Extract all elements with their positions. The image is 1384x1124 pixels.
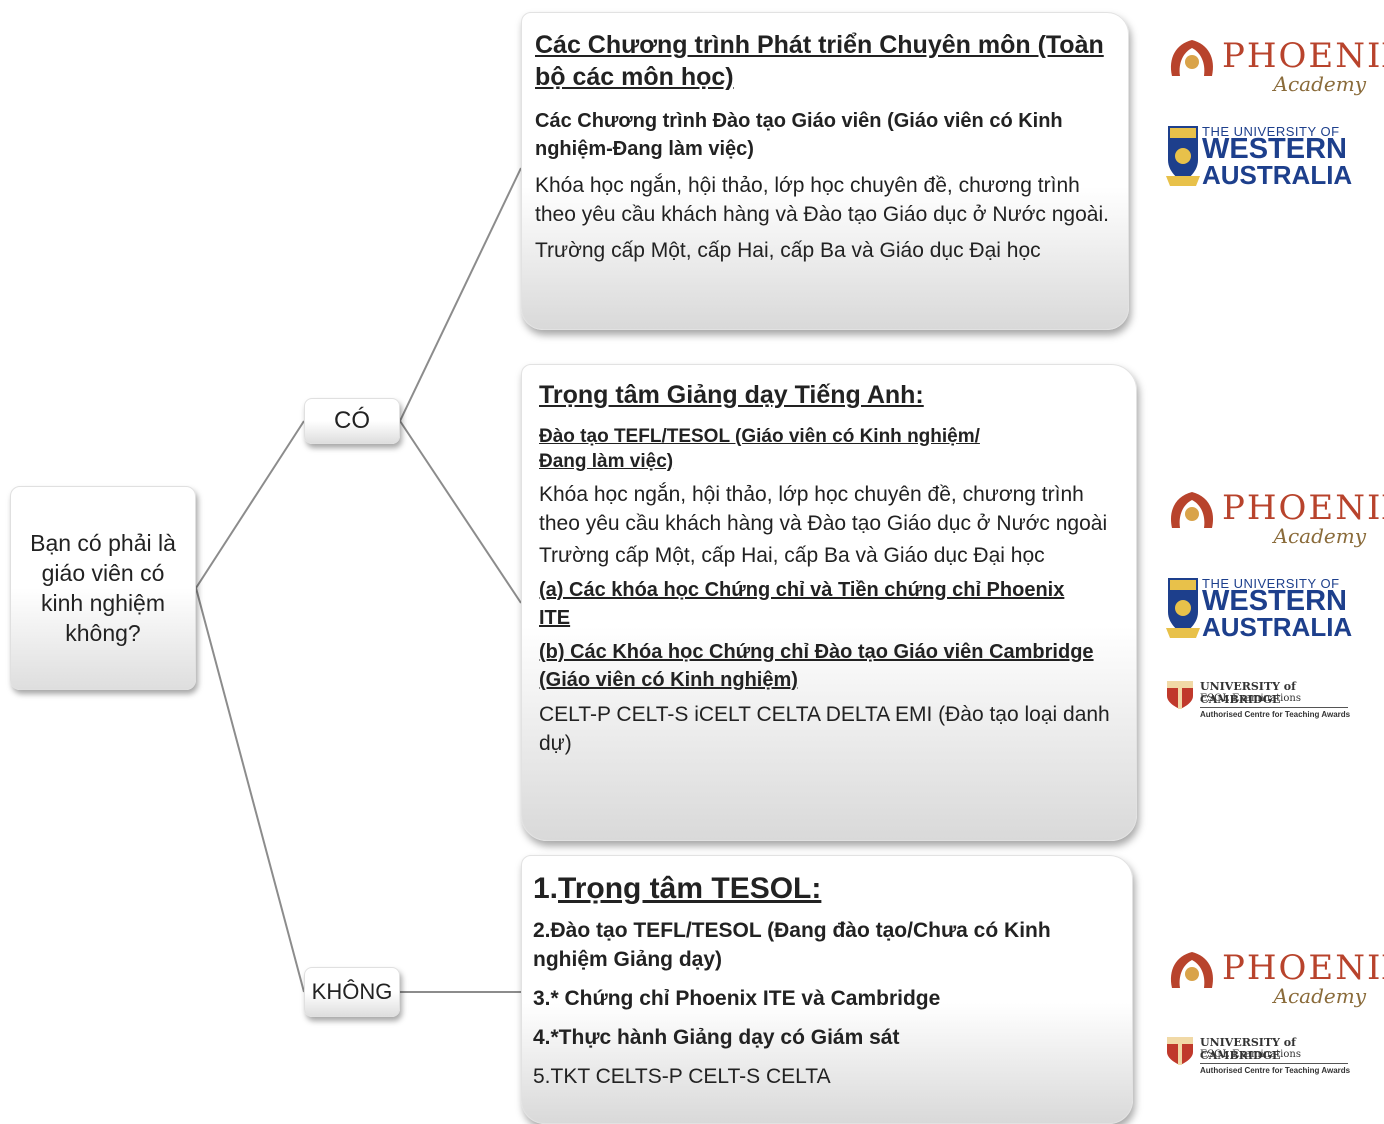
box-tesol-focus: 1.Trọng tâm TESOL: 2.Đào tạo TEFL/TESOL … bbox=[521, 855, 1133, 1124]
cam-line1: UNIVERSITY of CAMBRIDGE bbox=[1200, 680, 1296, 706]
cam-divider bbox=[1200, 707, 1348, 708]
cambridge-esol-logo: UNIVERSITY of CAMBRIDGE ESOL Examination… bbox=[1166, 680, 1366, 730]
cam-divider bbox=[1200, 1063, 1348, 1064]
phoenix-sub: Academy bbox=[1273, 984, 1366, 1008]
question-text: Bạn có phải là giáo viên có kinh nghiệm … bbox=[30, 530, 176, 646]
uwa-line3: AUSTRALIA bbox=[1202, 612, 1353, 642]
cam-line2: ESOL Examinations bbox=[1200, 1049, 1301, 1060]
phoenix-sub: Academy bbox=[1273, 524, 1366, 548]
phoenix-bird-icon bbox=[1170, 40, 1214, 76]
box1-text2: Trường cấp Một, cấp Hai, cấp Ba và Giáo … bbox=[535, 239, 1041, 262]
box3-line3: 3.* Chứng chỉ Phoenix ITE và Cambridge bbox=[533, 987, 941, 1010]
uwa-line1: THE UNIVERSITY OF bbox=[1202, 576, 1340, 591]
box3-line2: 2.Đào tạo TEFL/TESOL (Đang đào tạo/Chưa … bbox=[533, 919, 1051, 971]
connector-question-yes bbox=[195, 420, 305, 589]
box3-title-prefix: 1. bbox=[533, 872, 559, 905]
phoenix-academy-logo-2: PHOENIX Academy bbox=[1166, 486, 1384, 556]
uwa-crest-icon bbox=[1166, 126, 1200, 186]
phoenix-name: PHOENIX bbox=[1222, 948, 1384, 988]
box2-text1: Khóa học ngắn, hội thảo, lớp học chuyên … bbox=[539, 483, 1108, 535]
box-professional-development: Các Chương trình Phát triển Chuyên môn (… bbox=[521, 12, 1129, 330]
box2-text2: Trường cấp Một, cấp Hai, cấp Ba và Giáo … bbox=[539, 544, 1045, 567]
cambridge-shield-icon bbox=[1167, 1037, 1193, 1065]
box-english-teaching: Trọng tâm Giảng dạy Tiếng Anh: Đào tạo T… bbox=[521, 364, 1137, 841]
connector-yes-box2 bbox=[399, 420, 522, 604]
connector-yes-box1 bbox=[399, 167, 522, 422]
phoenix-bird-icon bbox=[1170, 492, 1214, 528]
connector-question-no bbox=[195, 587, 305, 993]
cambridge-esol-logo-2: UNIVERSITY of CAMBRIDGE ESOL Examination… bbox=[1166, 1036, 1366, 1086]
box1-title: Các Chương trình Phát triển Chuyên môn (… bbox=[535, 31, 1104, 91]
uwa-line3: AUSTRALIA bbox=[1202, 160, 1353, 190]
box2-subtitle: Đào tạo TEFL/TESOL (Giáo viên có Kinh ng… bbox=[539, 426, 980, 472]
box3-title: Trọng tâm TESOL: bbox=[558, 872, 822, 905]
box2-title: Trọng tâm Giảng dạy Tiếng Anh: bbox=[539, 381, 924, 409]
uwa-line2: WESTERN bbox=[1202, 133, 1347, 165]
box3-line5: 5.TKT CELTS-P CELT-S CELTA bbox=[533, 1065, 831, 1088]
uwa-line1: THE UNIVERSITY OF bbox=[1202, 124, 1340, 139]
box3-line4: 4.*Thực hành Giảng dạy có Giám sát bbox=[533, 1026, 900, 1049]
phoenix-academy-logo: PHOENIX Academy bbox=[1166, 34, 1384, 104]
box2-item-b: (b) Các Khóa học Chứng chỉ Đào tạo Giáo … bbox=[539, 641, 1094, 691]
question-node: Bạn có phải là giáo viên có kinh nghiệm … bbox=[10, 486, 196, 690]
box2-item-a: (a) Các khóa học Chứng chỉ và Tiền chứng… bbox=[539, 579, 1065, 629]
yes-label: CÓ bbox=[334, 407, 370, 434]
phoenix-sub: Academy bbox=[1273, 72, 1366, 96]
box1-subtitle: Các Chương trình Đào tạo Giáo viên (Giáo… bbox=[535, 110, 1063, 160]
no-label: KHÔNG bbox=[311, 979, 393, 1004]
uwa-crest-icon bbox=[1166, 578, 1200, 638]
no-node: KHÔNG bbox=[304, 967, 400, 1017]
uwa-logo: THE UNIVERSITY OF WESTERN AUSTRALIA bbox=[1166, 124, 1366, 194]
cam-line3: Authorised Centre for Teaching Awards bbox=[1200, 710, 1351, 719]
phoenix-bird-icon bbox=[1170, 952, 1214, 988]
cam-line2: ESOL Examinations bbox=[1200, 693, 1301, 704]
cam-line3: Authorised Centre for Teaching Awards bbox=[1200, 1066, 1351, 1075]
phoenix-name: PHOENIX bbox=[1222, 488, 1384, 528]
phoenix-name: PHOENIX bbox=[1222, 36, 1384, 76]
uwa-logo-2: THE UNIVERSITY OF WESTERN AUSTRALIA bbox=[1166, 576, 1366, 646]
box1-text1: Khóa học ngắn, hội thảo, lớp học chuyên … bbox=[535, 174, 1109, 226]
phoenix-academy-logo-3: PHOENIX Academy bbox=[1166, 946, 1384, 1016]
uwa-line2: WESTERN bbox=[1202, 585, 1347, 617]
box2-text3: CELT-P CELT-S iCELT CELTA DELTA EMI (Đào… bbox=[539, 703, 1110, 755]
cambridge-shield-icon bbox=[1167, 681, 1193, 709]
yes-node: CÓ bbox=[304, 398, 400, 444]
cam-line1: UNIVERSITY of CAMBRIDGE bbox=[1200, 1036, 1296, 1062]
